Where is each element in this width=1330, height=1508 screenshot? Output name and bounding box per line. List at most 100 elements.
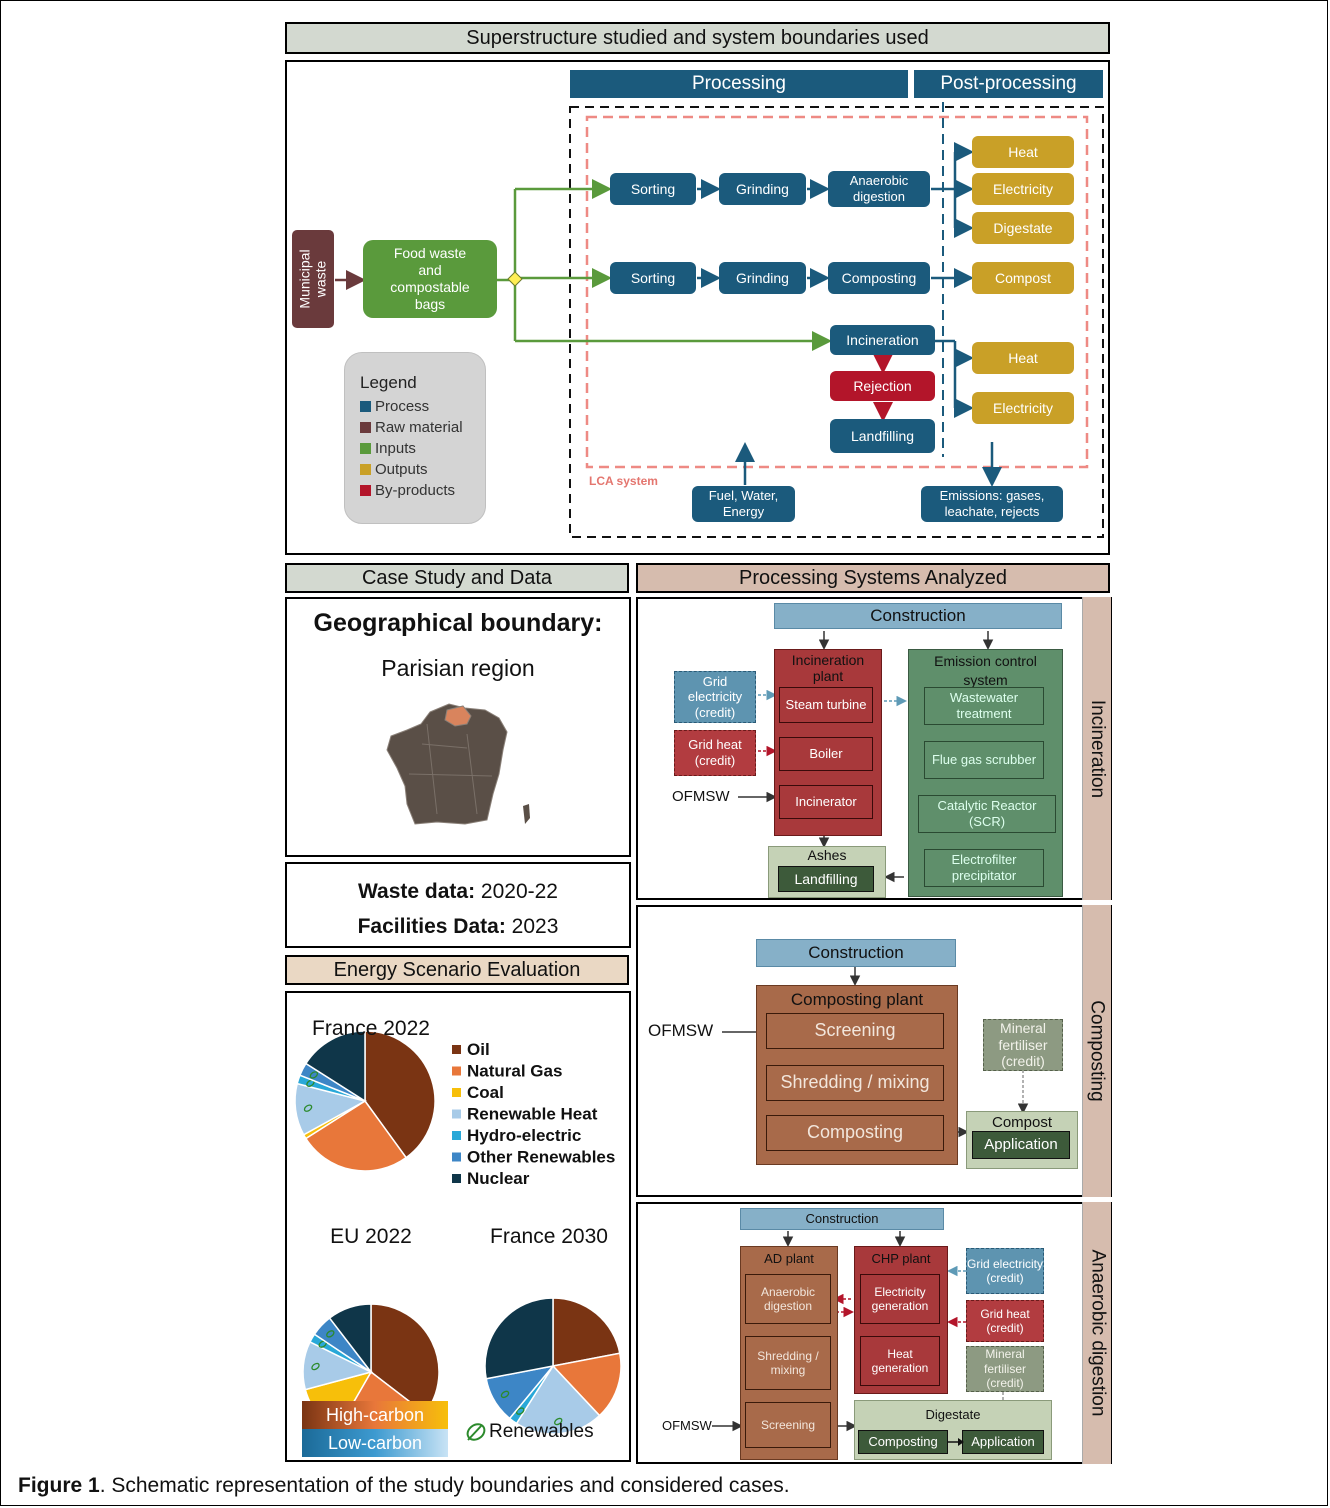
- post-processing-bar: Post-processing: [914, 70, 1103, 98]
- comp-application-box: Application: [972, 1131, 1070, 1159]
- ad-ofmsw-label: OFMSW: [662, 1418, 712, 1433]
- incineration-panel: Construction Incineration plant Steam tu…: [636, 597, 1112, 900]
- legend-label: Process: [375, 398, 430, 415]
- pie-title: France 2022: [312, 1017, 430, 1040]
- leaf-icon: [309, 1071, 319, 1079]
- facilities-data-label: Facilities Data:: [357, 915, 506, 938]
- electricity-inc-box: Electricity: [972, 392, 1074, 424]
- energy-legend-swatch: [452, 1174, 461, 1183]
- processing-bar: Processing: [570, 70, 908, 98]
- ecs-box: Emission control system: [908, 649, 1063, 897]
- legend-item: Outputs: [360, 459, 463, 480]
- legend-swatch: [360, 401, 371, 412]
- inc-construction-box: Construction: [774, 603, 1062, 629]
- pie-slice: [304, 1099, 408, 1172]
- ad-screening-box: Screening: [745, 1402, 831, 1448]
- inc-plant-label: Incineration plant: [791, 652, 865, 684]
- electricity-ad-box: Electricity: [972, 173, 1074, 205]
- compost-label: Compost: [991, 1114, 1053, 1131]
- comp-construction-box: Construction: [756, 939, 956, 967]
- grinding-comp-box: Grinding: [719, 262, 806, 294]
- ad-shredding-box: Shredding / mixing: [745, 1336, 831, 1390]
- low-carbon-label: Low-carbon: [302, 1429, 448, 1457]
- processing-systems-header: Processing Systems Analyzed: [636, 563, 1110, 593]
- waste-data-line: Waste data: 2020-22: [287, 880, 629, 904]
- inc-grid-heat-box: Grid heat (credit): [674, 730, 756, 776]
- ad-anaerobic-box: Anaerobic digestion: [745, 1274, 831, 1324]
- legend-swatch: [360, 464, 371, 475]
- energy-legend-swatch: [452, 1066, 461, 1076]
- superstructure-header: Superstructure studied and system bounda…: [285, 22, 1110, 54]
- screening-box: Screening: [766, 1013, 944, 1049]
- leaf-icon: [500, 1390, 510, 1399]
- incinerator-box: Incinerator: [779, 785, 873, 819]
- pie-title: EU 2022: [330, 1225, 412, 1248]
- compost-box: Compost: [972, 262, 1074, 294]
- incineration-side-tab: Incineration: [1082, 597, 1111, 900]
- energy-legend-swatch: [452, 1152, 461, 1162]
- emissions-box: Emissions: gases, leachate, rejects: [921, 486, 1063, 522]
- sorting-comp-box: Sorting: [610, 262, 696, 294]
- high-carbon-label: High-carbon: [302, 1401, 448, 1429]
- carbon-gradient-bar: High-carbon Low-carbon: [302, 1401, 448, 1457]
- heat-inc-box: Heat: [972, 342, 1074, 374]
- renewables-label: Renewables: [489, 1421, 594, 1442]
- superstructure-connectors: [335, 102, 1104, 538]
- comp-ofmsw-label: OFMSW: [648, 1021, 714, 1040]
- energy-legend-label: Coal: [467, 1083, 504, 1102]
- ad-side-tab: Anaerobic digestion: [1082, 1202, 1111, 1464]
- energy-legend-label: Nuclear: [467, 1169, 530, 1188]
- france-map-icon: [386, 703, 530, 825]
- pie-slice: [552, 1297, 621, 1367]
- geo-panel: Geographical boundary: Parisian region: [285, 597, 631, 857]
- pie-slice: [364, 1030, 436, 1159]
- ad-mineral-box: Mineral fertiliser (credit): [966, 1346, 1044, 1392]
- incineration-side-label: Incineration: [1087, 699, 1109, 798]
- heat-gen-box: Heat generation: [860, 1336, 940, 1386]
- composting-panel: Construction Composting plant Screening …: [636, 905, 1112, 1197]
- geo-value: Parisian region: [381, 655, 535, 681]
- ad-composting-box: Composting: [858, 1430, 948, 1454]
- municipal-waste-box: Municipal waste: [292, 230, 334, 328]
- inc-landfilling-box: Landfilling: [778, 866, 874, 892]
- legend-item: By-products: [360, 480, 463, 501]
- pie-slice: [304, 1030, 366, 1103]
- pie-slice: [551, 1352, 622, 1417]
- sorting-ad-box: Sorting: [610, 173, 696, 205]
- digestate-box: Digestate: [972, 212, 1074, 244]
- wastewater-box: Wastewater treatment: [924, 687, 1044, 725]
- shredding-box: Shredding / mixing: [766, 1065, 944, 1101]
- ashes-label: Ashes: [807, 847, 847, 863]
- legend-swatch: [360, 485, 371, 496]
- comp-plant-box: Composting plant: [756, 985, 958, 1165]
- leaf-icon: [326, 1330, 335, 1338]
- electrofilter-box: Electrofilter precipitator: [924, 849, 1044, 887]
- heat-ad-box: Heat: [972, 136, 1074, 168]
- energy-legend-label: Hydro-electric: [467, 1126, 581, 1145]
- grinding-ad-box: Grinding: [719, 173, 806, 205]
- legend-label: Inputs: [375, 440, 416, 457]
- figure-caption: Figure 1. Schematic representation of th…: [18, 1474, 790, 1498]
- ad-side-label: Anaerobic digestion: [1087, 1249, 1109, 1417]
- legend-swatch: [360, 422, 371, 433]
- chp-plant-box: CHP plant: [854, 1246, 948, 1394]
- caption-text: . Schematic representation of the study …: [99, 1474, 790, 1497]
- energy-legend-label: Renewable Heat: [467, 1105, 598, 1124]
- comp-plant-label: Composting plant: [790, 990, 924, 1009]
- inc-grid-elec-box: Grid electricity (credit): [674, 671, 756, 723]
- comp-composting-box: Composting: [766, 1115, 944, 1151]
- waste-data-value: 2020-22: [480, 880, 558, 903]
- ecs-label: Emission control system: [934, 653, 1037, 688]
- superstructure-panel: Processing Post-processing Municipal was…: [285, 60, 1110, 555]
- leaf-icon: [311, 1362, 320, 1371]
- fuel-water-energy-box: Fuel, Water, Energy: [692, 486, 795, 522]
- leaf-icon: [554, 1417, 563, 1426]
- ad-digestate-arrow: [948, 1438, 964, 1446]
- inc-plant-box: Incineration plant: [774, 649, 882, 836]
- facilities-data-value: 2023: [511, 915, 559, 938]
- digestate-label: Digestate: [925, 1407, 981, 1422]
- rejection-box: Rejection: [830, 371, 935, 401]
- chp-plant-label: CHP plant: [871, 1251, 931, 1266]
